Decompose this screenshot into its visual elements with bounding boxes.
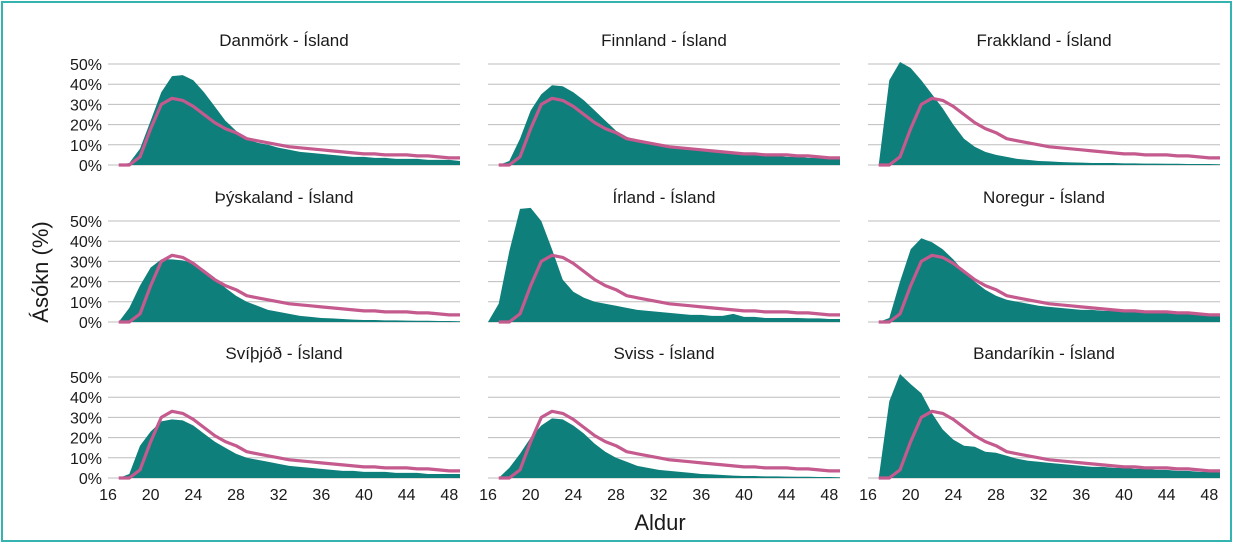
x-tick-label: 24 <box>184 487 202 504</box>
y-tick-label: 40% <box>70 234 102 251</box>
x-tick-label: 24 <box>944 487 962 504</box>
panel-title: Danmörk - Ísland <box>219 31 348 50</box>
panel-title: Finnland - Ísland <box>601 31 727 50</box>
x-tick-label: 28 <box>227 487 245 504</box>
panel-4: 0% 10% 20% 30% 40% 50% Þýskaland - Ísland <box>70 188 460 332</box>
panel-3: Frakkland - Ísland <box>868 31 1220 167</box>
x-tick-label: 44 <box>778 487 796 504</box>
line-series <box>118 409 460 480</box>
panel-title: Svíþjóð - Ísland <box>225 344 342 363</box>
y-tick-label: 50% <box>70 370 102 387</box>
area-series <box>488 85 840 165</box>
y-tick-label: 0% <box>79 315 102 332</box>
x-tick-label: 40 <box>735 487 753 504</box>
area-series <box>108 419 460 478</box>
panel-5: Írland - Ísland <box>488 188 840 324</box>
y-tick-label: 50% <box>70 57 102 74</box>
line-series <box>118 96 460 167</box>
y-tick-label: 30% <box>70 254 102 271</box>
x-tick-label: 36 <box>312 487 330 504</box>
y-tick-label: 30% <box>70 410 102 427</box>
x-tick-label: 32 <box>1030 487 1048 504</box>
x-tick-label: 20 <box>902 487 920 504</box>
x-tick-label: 44 <box>398 487 416 504</box>
x-tick-label: 32 <box>650 487 668 504</box>
x-tick-label: 16 <box>99 487 117 504</box>
y-tick-label: 50% <box>70 214 102 231</box>
line-series <box>878 96 1220 167</box>
x-tick-label: 44 <box>1158 487 1176 504</box>
panel-title: Bandaríkin - Ísland <box>973 344 1115 363</box>
x-tick-label: 28 <box>987 487 1005 504</box>
panel-7: 0% 10% 20% 30% 40% 50% Svíþjóð - Ísland 16 20 24 2… <box>70 344 460 504</box>
area-series <box>488 207 840 322</box>
x-tick-label: 36 <box>1072 487 1090 504</box>
y-tick-label: 10% <box>70 138 102 155</box>
x-tick-label: 16 <box>479 487 497 504</box>
x-tick-label: 40 <box>1115 487 1133 504</box>
panel-title: Írland - Ísland <box>613 188 716 207</box>
y-axis-title: Ásókn (%) <box>28 221 53 322</box>
panel-title: Sviss - Ísland <box>613 344 714 363</box>
y-tick-label: 20% <box>70 431 102 448</box>
line-series <box>498 253 840 324</box>
area-series <box>868 374 1220 478</box>
x-tick-label: 48 <box>1200 487 1218 504</box>
y-tick-label: 20% <box>70 275 102 292</box>
y-tick-label: 30% <box>70 97 102 114</box>
panel-2: Finnland - Ísland <box>488 31 840 167</box>
x-tick-label: 40 <box>355 487 373 504</box>
area-series <box>868 238 1220 322</box>
x-tick-label: 20 <box>522 487 540 504</box>
y-tick-label: 20% <box>70 118 102 135</box>
x-tick-label: 36 <box>692 487 710 504</box>
area-series <box>108 75 460 165</box>
panel-1: 0% 10% 20% 30% 40% 50% Danmörk - Ísland <box>70 31 460 175</box>
area-series <box>868 62 1220 165</box>
x-tick-label: 20 <box>142 487 160 504</box>
line-series <box>498 96 840 167</box>
area-series <box>488 418 840 478</box>
y-tick-label: 0% <box>79 471 102 488</box>
x-tick-label: 24 <box>564 487 582 504</box>
x-tick-label: 16 <box>859 487 877 504</box>
line-series <box>878 409 1220 480</box>
line-series <box>878 253 1220 324</box>
panel-title: Noregur - Ísland <box>983 188 1105 207</box>
y-tick-label: 0% <box>79 158 102 175</box>
y-tick-label: 10% <box>70 295 102 312</box>
panel-title: Þýskaland - Ísland <box>215 188 354 207</box>
line-series <box>498 409 840 480</box>
x-tick-label: 48 <box>440 487 458 504</box>
y-tick-label: 10% <box>70 451 102 468</box>
y-tick-label: 40% <box>70 390 102 407</box>
line-series <box>118 253 460 324</box>
x-tick-label: 32 <box>270 487 288 504</box>
panel-6: Noregur - Ísland <box>868 188 1220 324</box>
x-tick-label: 28 <box>607 487 625 504</box>
panel-9: Bandaríkin - Ísland 16 20 24 28 32 36 40 44 48 <box>859 344 1220 504</box>
panel-title: Frakkland - Ísland <box>976 31 1111 50</box>
area-series <box>108 259 460 322</box>
x-axis-title: Aldur <box>634 510 685 535</box>
panel-8: Sviss - Ísland 16 20 24 28 32 36 40 44 48 <box>479 344 840 504</box>
x-tick-label: 48 <box>820 487 838 504</box>
y-tick-label: 40% <box>70 77 102 94</box>
